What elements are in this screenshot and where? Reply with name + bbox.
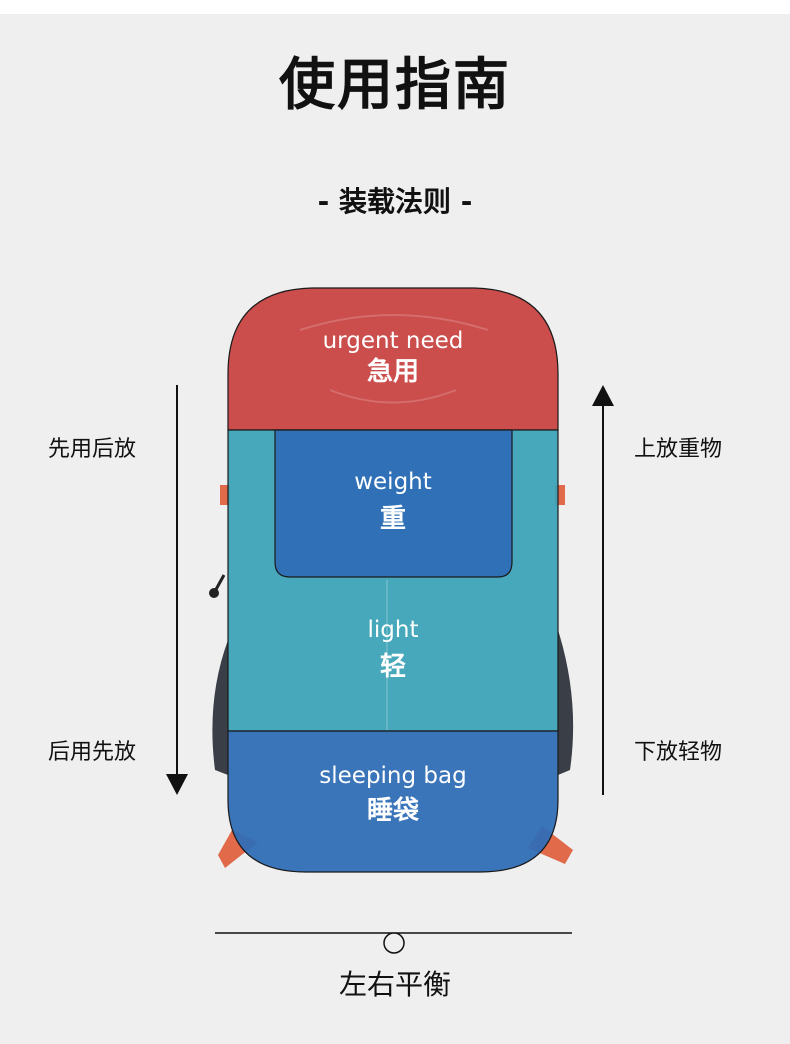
right-label-bottom: 下放轻物 [634,740,723,765]
zone-upper-zh: 重 [379,504,406,534]
backpack-side-strap-left [220,485,230,505]
backpack-side-strap-right [555,485,565,505]
page-title: 使用指南 [279,53,511,118]
zone-middle-zh: 轻 [379,652,406,682]
zone-top-urgent [227,287,559,431]
backpack-overlay-details [299,314,489,730]
zone-top-zh: 急用 [366,357,419,387]
balance-circle-icon [383,932,405,954]
section-subtitle: - 装载法则 - [317,185,473,218]
zone-bottom-sleeping-bag [227,730,559,873]
zone-middle-text: light 轻 [228,616,558,684]
zone-upper-en: weight [354,469,432,495]
zone-bottom-text: sleeping bag 睡袋 [228,762,558,828]
zone-upper-weight [274,429,513,578]
right-arrow-head [592,385,614,406]
right-label-top: 上放重物 [634,437,723,462]
left-label-top: 先用后放 [48,437,137,462]
zone-bottom-en: sleeping bag [319,763,467,789]
backpack-side-pocket-right [558,630,574,775]
left-arrow-head [166,774,188,795]
zone-bottom-zh: 睡袋 [366,796,419,826]
zone-top-en: urgent need [322,328,464,354]
balance-label: 左右平衡 [338,968,451,1001]
backpack-side-pocket-left [212,640,228,775]
left-label-bottom: 后用先放 [48,740,137,765]
zone-top-text: urgent need 急用 [228,327,558,389]
zone-middle-en: light [367,617,419,643]
zone-upper-text: weight 重 [228,468,558,536]
